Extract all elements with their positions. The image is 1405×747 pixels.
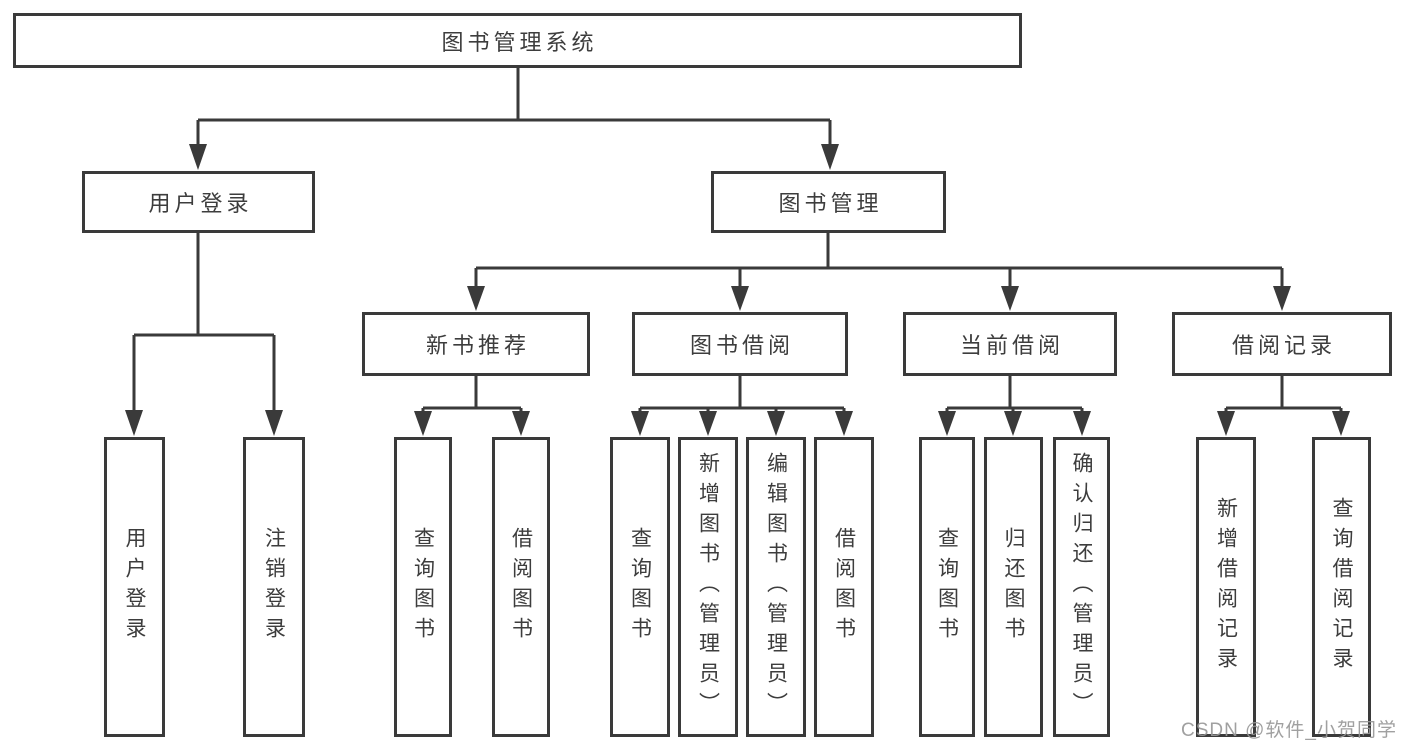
node-leaf-recommend-borrow-books: 借阅图书 [492, 437, 550, 737]
node-leaf-borrowing-add-books: 新增图书（管理员） [678, 437, 738, 737]
node-new-book-recommend: 新书推荐 [362, 312, 590, 376]
node-leaf-borrowing-borrow-books: 借阅图书 [814, 437, 874, 737]
node-library-management-system: 图书管理系统 [13, 13, 1022, 68]
node-user-login: 用户登录 [82, 171, 315, 233]
node-leaf-borrowing-query-books: 查询图书 [610, 437, 670, 737]
node-leaf-borrowing-edit-books: 编辑图书（管理员） [746, 437, 806, 737]
node-leaf-user-login: 用户登录 [104, 437, 165, 737]
node-current-borrowing: 当前借阅 [903, 312, 1117, 376]
csdn-watermark: CSDN @软件_小贺同学 [1181, 720, 1397, 741]
node-leaf-current-query-books: 查询图书 [919, 437, 975, 737]
node-leaf-logout: 注销登录 [243, 437, 305, 737]
node-leaf-records-query-record: 查询借阅记录 [1312, 437, 1371, 737]
node-leaf-current-confirm-return: 确认归还（管理员） [1053, 437, 1110, 737]
node-leaf-recommend-query-books: 查询图书 [394, 437, 452, 737]
arrowheads [125, 144, 1350, 436]
node-borrowing-records: 借阅记录 [1172, 312, 1392, 376]
node-leaf-current-return-books: 归还图书 [984, 437, 1043, 737]
node-leaf-records-add-record: 新增借阅记录 [1196, 437, 1256, 737]
node-book-management: 图书管理 [711, 171, 946, 233]
node-book-borrowing: 图书借阅 [632, 312, 848, 376]
